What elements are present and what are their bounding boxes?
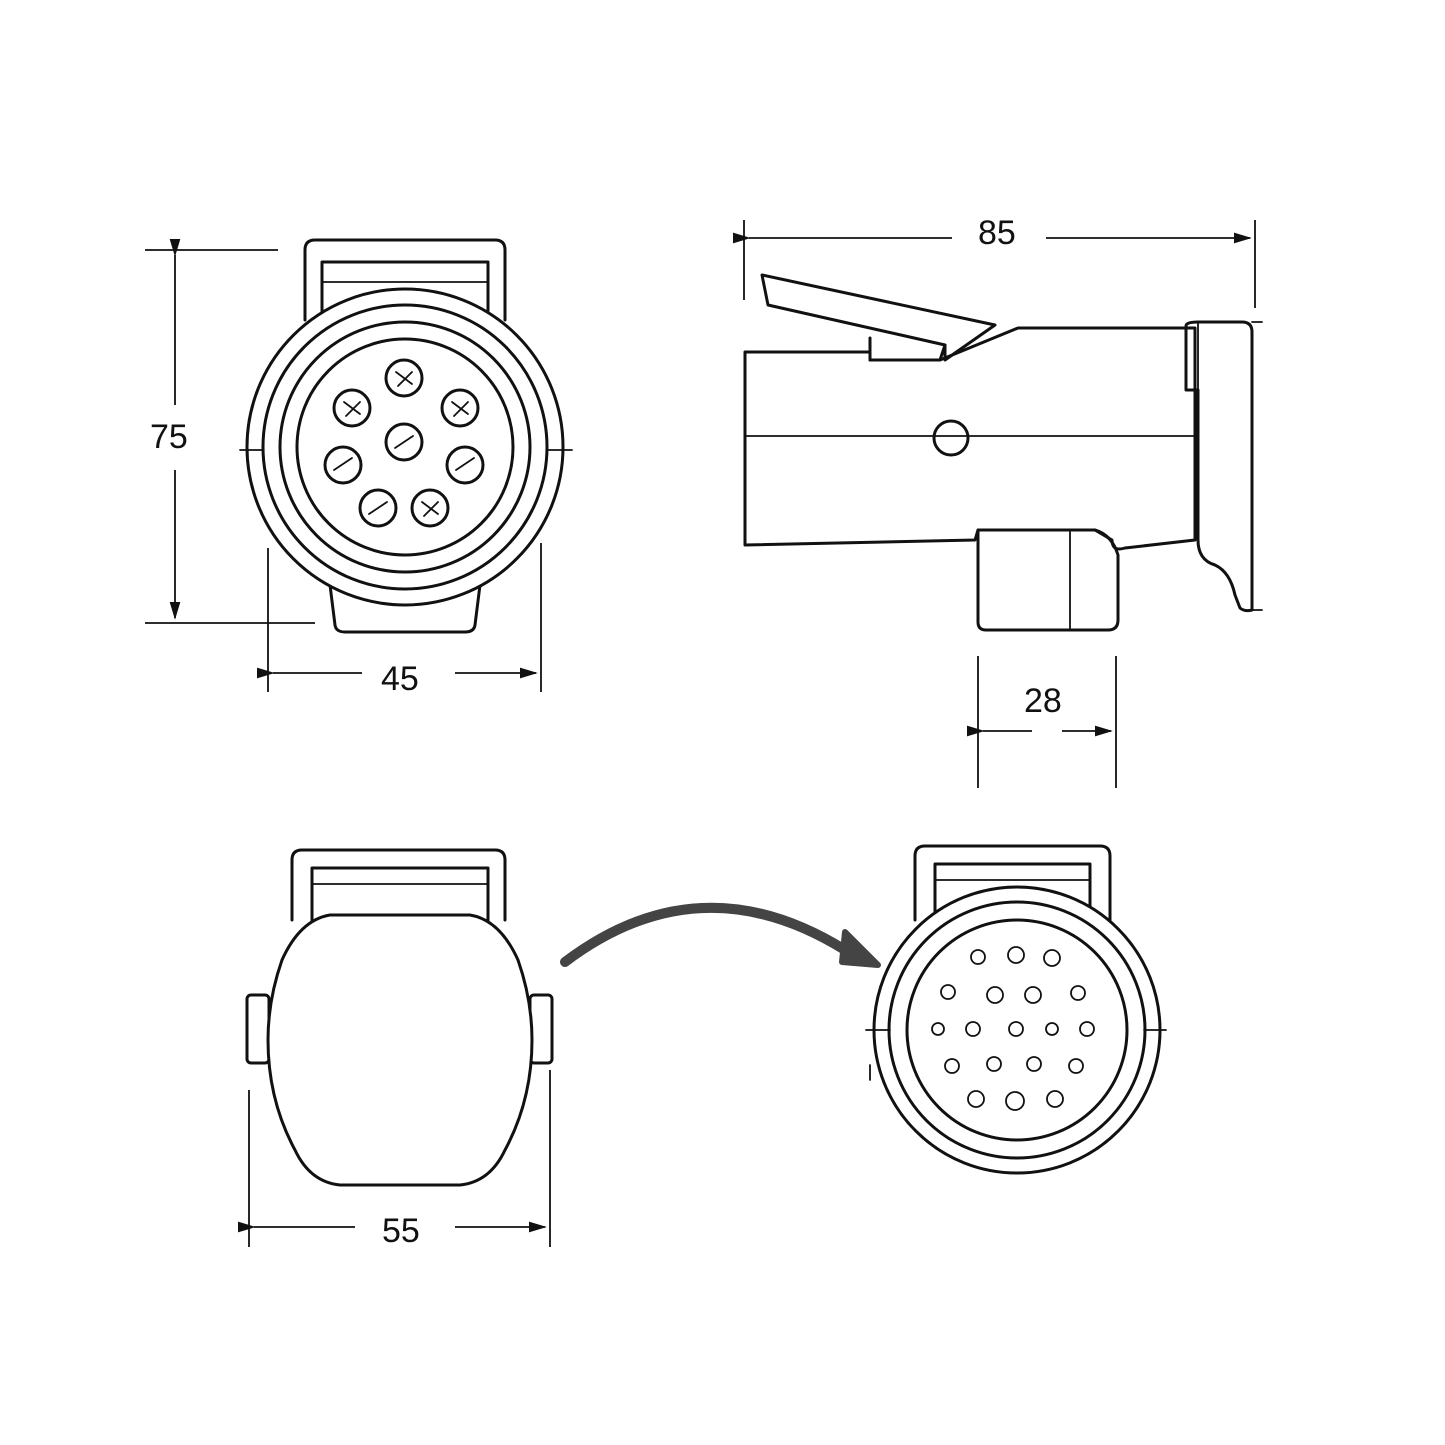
curved-arrow-icon (560, 902, 881, 968)
pin (931, 1022, 945, 1036)
pin (1045, 1022, 1059, 1036)
pin (384, 358, 424, 398)
dimension-length-side: 85 (732, 214, 1256, 308)
pin (440, 388, 480, 428)
dimension-height-front: 75 (145, 238, 315, 624)
pin (986, 986, 1004, 1004)
pin (384, 422, 424, 462)
pin (1068, 1058, 1084, 1074)
dimension-label-85: 85 (978, 214, 1016, 252)
side-view (743, 273, 1263, 632)
alt-front-view (865, 844, 1167, 1175)
front-view (239, 238, 573, 634)
pin (1005, 1091, 1025, 1111)
pin (1046, 1090, 1064, 1108)
pin (358, 488, 398, 528)
pin (1026, 1056, 1042, 1072)
pin (323, 445, 363, 485)
pin (1079, 1021, 1095, 1037)
pin (1008, 1021, 1024, 1037)
front-pins (323, 358, 485, 528)
alt-front-pins (931, 946, 1095, 1111)
pin (944, 1058, 960, 1074)
pin (970, 949, 986, 965)
dimension-label-55: 55 (382, 1212, 420, 1250)
dimension-label-75: 75 (150, 418, 188, 456)
pin (1007, 946, 1025, 964)
pin (1024, 986, 1042, 1004)
pin (332, 388, 372, 428)
dimension-plug-width-side: 28 (966, 656, 1117, 788)
dimension-width-back: 55 (237, 1070, 551, 1250)
pin (965, 1021, 981, 1037)
pin (1070, 985, 1086, 1001)
dimension-width-front: 45 (256, 543, 542, 698)
pin (445, 445, 485, 485)
dimension-label-28: 28 (1024, 682, 1062, 720)
pin (410, 488, 450, 528)
pin (986, 1056, 1002, 1072)
dimension-label-45: 45 (381, 660, 419, 698)
back-view (245, 848, 554, 1187)
pin (1043, 949, 1061, 967)
pin (967, 1090, 985, 1108)
pin (940, 984, 956, 1000)
